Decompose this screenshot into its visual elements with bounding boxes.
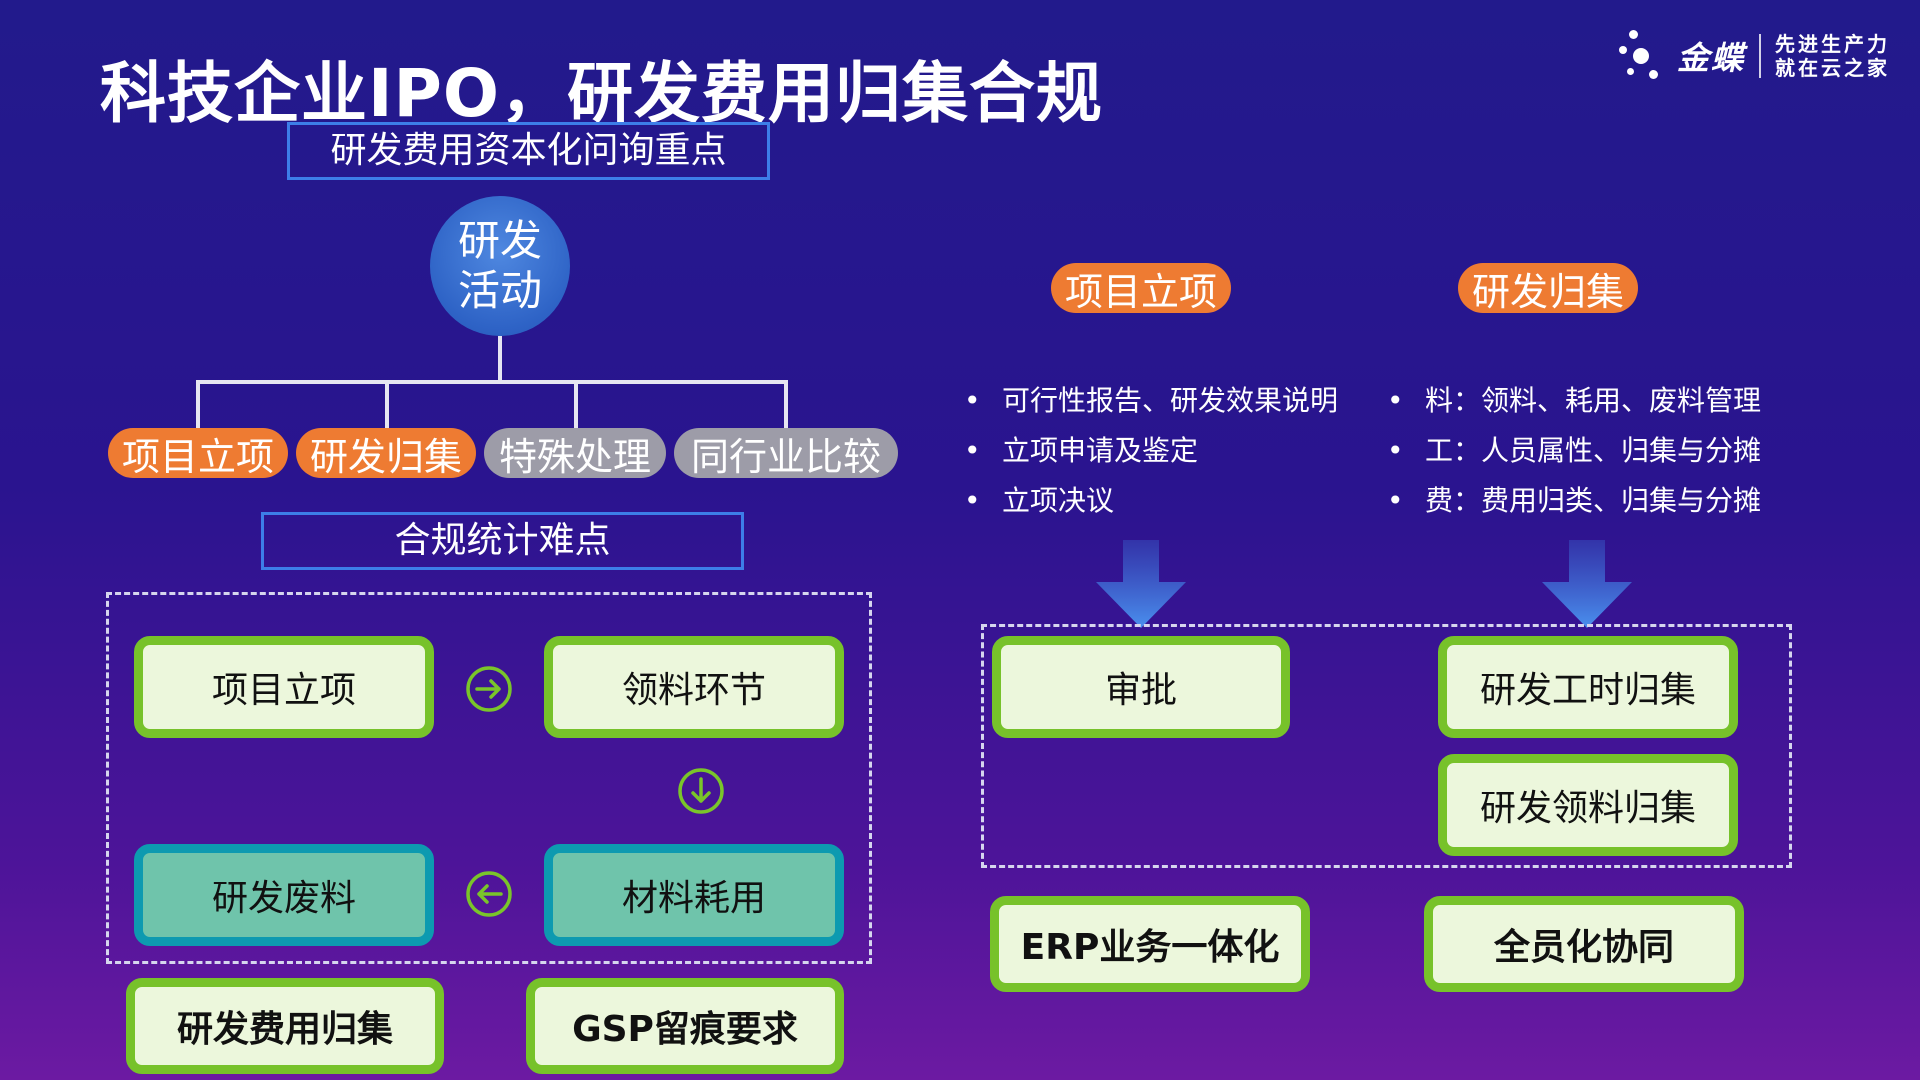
down-arrow-icon xyxy=(1096,540,1186,628)
logo-brand: 金蝶 xyxy=(1676,39,1745,77)
logo-slogan-line2: 就在云之家 xyxy=(1775,56,1890,80)
tag-project-approval: 项目立项 xyxy=(1051,263,1231,314)
tag-rd-collection: 研发归集 xyxy=(1458,263,1638,314)
bullet-item: 料：领料、耗用、废料管理 xyxy=(1387,376,1761,426)
solution-dashed-frame xyxy=(981,624,1792,868)
bullet-item: 可行性报告、研发效果说明 xyxy=(964,376,1338,426)
down-arrow-icon xyxy=(1542,540,1632,628)
approval-box: 审批 xyxy=(992,636,1290,738)
rd-expense-collection-button: 研发费用归集 xyxy=(126,978,444,1074)
bullet-item: 立项申请及鉴定 xyxy=(964,426,1338,476)
logo-slogan: 先进生产力 就在云之家 xyxy=(1775,32,1890,80)
flow-box-picking: 领料环节 xyxy=(544,636,844,738)
tree-leg-4 xyxy=(784,380,788,434)
section-title-capitalization: 研发费用资本化问询重点 xyxy=(287,122,770,180)
arrow-down-circle-icon xyxy=(678,768,724,814)
arrow-right-circle-icon xyxy=(466,666,512,712)
difficulty-dashed-frame xyxy=(106,592,872,964)
pill-rd-collection: 研发归集 xyxy=(296,428,476,479)
logo-dots-icon xyxy=(1618,28,1663,84)
rd-collection-bullets: 料：领料、耗用、废料管理 工：人员属性、归集与分摊 费：费用归类、归集与分摊 xyxy=(1387,376,1761,526)
pill-special-handling: 特殊处理 xyxy=(484,428,666,479)
work-hours-collection-box: 研发工时归集 xyxy=(1438,636,1738,738)
arrow-left-circle-icon xyxy=(466,871,512,917)
flow-box-consumption: 材料耗用 xyxy=(544,844,844,946)
erp-integration-button: ERP业务一体化 xyxy=(990,896,1310,992)
pill-project-approval: 项目立项 xyxy=(108,428,288,479)
bullet-item: 工：人员属性、归集与分摊 xyxy=(1387,426,1761,476)
bullet-item: 立项决议 xyxy=(964,476,1338,526)
logo-slogan-line1: 先进生产力 xyxy=(1775,32,1890,56)
section-title-difficulties: 合规统计难点 xyxy=(261,512,744,570)
project-approval-bullets: 可行性报告、研发效果说明 立项申请及鉴定 立项决议 xyxy=(964,376,1338,526)
full-staff-collaboration-button: 全员化协同 xyxy=(1424,896,1744,992)
tree-trunk-line xyxy=(498,336,502,382)
tree-branch-line xyxy=(196,380,788,384)
tree-leg-1 xyxy=(196,380,200,434)
rd-activity-circle: 研发 活动 xyxy=(430,196,570,336)
tree-leg-2 xyxy=(385,380,389,434)
page-title: 科技企业IPO，研发费用归集合规 xyxy=(100,55,1104,132)
kingdee-logo: 金蝶 先进生产力 就在云之家 xyxy=(1618,28,1890,84)
logo-separator xyxy=(1759,34,1761,78)
bullet-item: 费：费用归类、归集与分摊 xyxy=(1387,476,1761,526)
pill-peer-comparison: 同行业比较 xyxy=(674,428,898,479)
flow-box-scrap: 研发废料 xyxy=(134,844,434,946)
gsp-trace-button: GSP留痕要求 xyxy=(526,978,844,1074)
flow-box-project: 项目立项 xyxy=(134,636,434,738)
tree-leg-3 xyxy=(574,380,578,434)
material-collection-box: 研发领料归集 xyxy=(1438,754,1738,856)
